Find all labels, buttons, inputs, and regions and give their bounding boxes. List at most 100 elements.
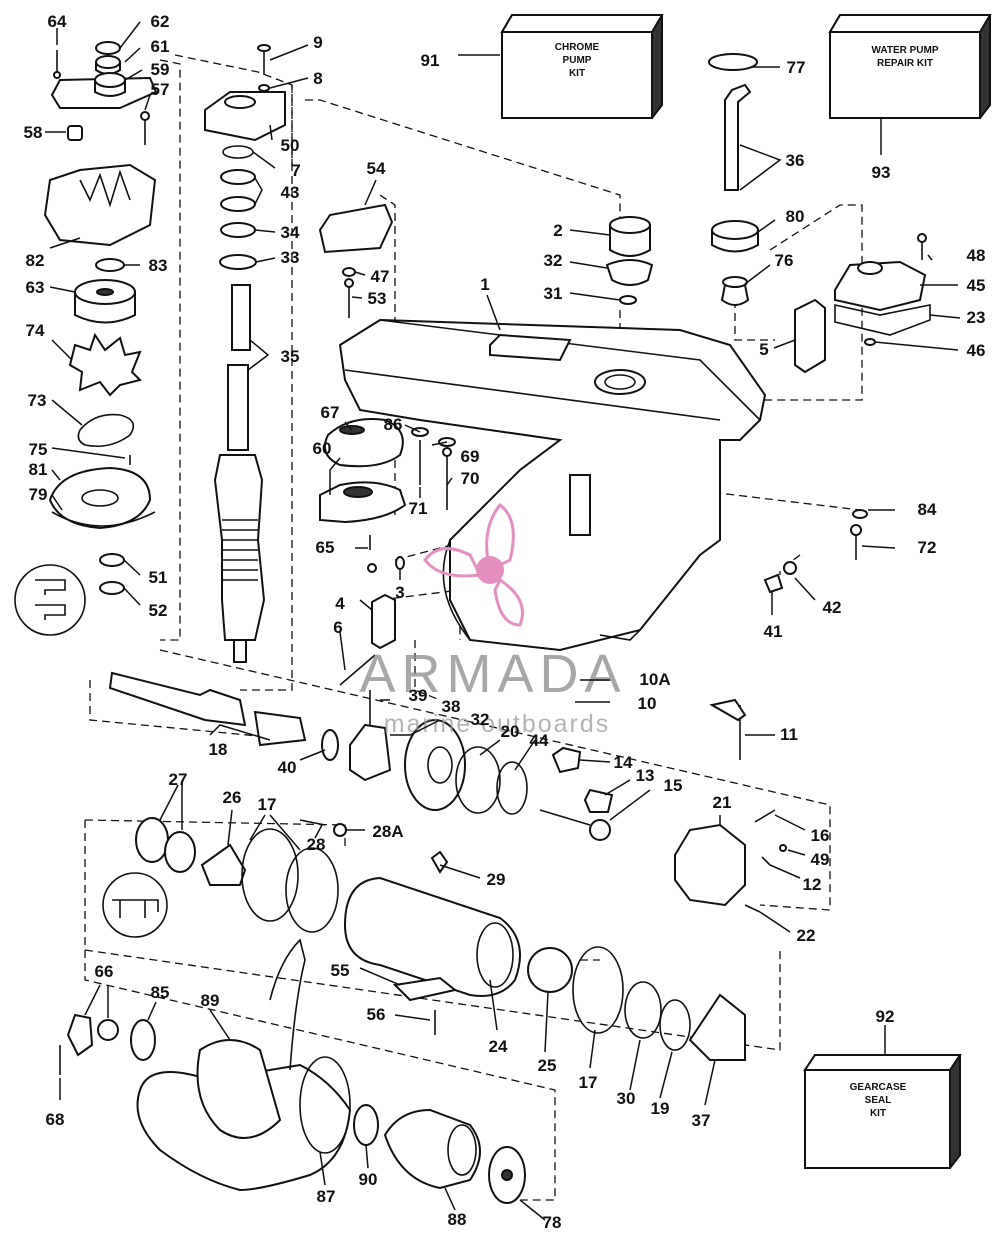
callout-74: 74 xyxy=(26,321,45,340)
callout-49: 49 xyxy=(811,850,830,869)
callout-67: 67 xyxy=(321,403,340,422)
callout-83: 83 xyxy=(149,256,168,275)
callout-92: 92 xyxy=(876,1007,895,1026)
callout-25: 25 xyxy=(538,1056,557,1075)
armada-watermark: ARMADA marine outboards xyxy=(359,502,621,738)
callout-48: 48 xyxy=(967,246,986,265)
callout-17-upper: 17 xyxy=(258,795,277,814)
propeller-logo-icon xyxy=(423,502,524,627)
callout-39: 39 xyxy=(409,686,428,705)
water-pump-kit-box: WATER PUMP REPAIR KIT xyxy=(828,14,992,119)
callout-11: 11 xyxy=(780,725,798,744)
callout-85: 85 xyxy=(151,983,170,1002)
callout-80: 80 xyxy=(786,207,805,226)
leader-lines xyxy=(45,21,961,1221)
upper-right-parts xyxy=(318,53,931,374)
mid-left-parts xyxy=(319,418,456,725)
callout-59: 59 xyxy=(151,60,170,79)
callout-47: 47 xyxy=(371,267,390,286)
callout-32-lower: 32 xyxy=(471,710,490,729)
callout-2: 2 xyxy=(553,221,562,240)
watermark-tagline: marine outboards xyxy=(384,710,611,738)
callout-90: 90 xyxy=(359,1170,378,1189)
callout-6: 6 xyxy=(333,618,342,637)
callout-81: 81 xyxy=(29,460,48,479)
callout-30: 30 xyxy=(617,1089,636,1108)
callout-63: 63 xyxy=(26,278,45,297)
callout-22: 22 xyxy=(797,926,816,945)
callout-21: 21 xyxy=(713,793,732,812)
callout-57: 57 xyxy=(151,80,170,99)
callout-36: 36 xyxy=(786,151,805,170)
driveshaft-group xyxy=(204,44,286,663)
propeller-group xyxy=(59,938,526,1204)
callout-15: 15 xyxy=(664,776,683,795)
callout-65: 65 xyxy=(316,538,335,557)
callout-7: 7 xyxy=(291,161,300,180)
callout-51: 51 xyxy=(149,568,168,587)
callout-84: 84 xyxy=(918,500,937,519)
callout-29: 29 xyxy=(487,870,506,889)
callout-35: 35 xyxy=(281,347,300,366)
callout-8: 8 xyxy=(313,69,322,88)
callout-40: 40 xyxy=(278,758,297,777)
callout-9: 9 xyxy=(313,33,322,52)
callout-52: 52 xyxy=(149,601,168,620)
callout-87: 87 xyxy=(317,1187,336,1206)
propshaft-group xyxy=(108,671,787,913)
callout-44: 44 xyxy=(530,731,549,750)
callout-43: 43 xyxy=(281,183,300,202)
callout-26: 26 xyxy=(223,788,242,807)
gearcase-seal-kit-line2: SEAL xyxy=(865,1095,892,1106)
callout-68: 68 xyxy=(46,1110,65,1129)
callout-20: 20 xyxy=(501,722,520,741)
callout-31: 31 xyxy=(544,284,563,303)
callout-28a: 28A xyxy=(372,822,403,841)
callout-1: 1 xyxy=(480,275,489,294)
chrome-pump-kit-line1: CHROME xyxy=(555,42,600,53)
gearcase-housing xyxy=(338,318,767,652)
water-pump-kit-line2: REPAIR KIT xyxy=(877,58,933,69)
callout-61: 61 xyxy=(151,37,170,56)
gearcase-seal-kit-line1: GEARCASE xyxy=(850,1082,907,1093)
callout-77: 77 xyxy=(787,58,806,77)
callout-28: 28 xyxy=(307,835,326,854)
callout-18: 18 xyxy=(209,740,228,759)
callout-4: 4 xyxy=(335,594,345,613)
callout-72: 72 xyxy=(918,538,937,557)
callout-76: 76 xyxy=(775,251,794,270)
callout-34: 34 xyxy=(281,223,300,242)
callout-89: 89 xyxy=(201,991,220,1010)
callout-82: 82 xyxy=(26,251,45,270)
callout-5: 5 xyxy=(759,340,768,359)
callout-69: 69 xyxy=(461,447,480,466)
callout-10: 10 xyxy=(638,694,657,713)
callout-60: 60 xyxy=(313,439,332,458)
callout-58: 58 xyxy=(24,123,43,142)
callout-24: 24 xyxy=(489,1037,508,1056)
callout-75: 75 xyxy=(29,440,48,459)
callout-17-lower: 17 xyxy=(579,1073,598,1092)
water-pump-housing-group xyxy=(14,41,158,636)
callout-86: 86 xyxy=(384,415,403,434)
callout-88: 88 xyxy=(448,1210,467,1229)
callout-33: 33 xyxy=(281,248,300,267)
callout-16: 16 xyxy=(811,826,830,845)
chrome-pump-kit-line3: KIT xyxy=(569,68,585,79)
callout-42: 42 xyxy=(823,598,842,617)
bearing-carrier-group xyxy=(102,817,746,1061)
callout-55: 55 xyxy=(331,961,350,980)
callout-10a: 10A xyxy=(639,670,670,689)
callout-73: 73 xyxy=(28,391,47,410)
callout-19: 19 xyxy=(651,1099,670,1118)
callout-70: 70 xyxy=(461,469,480,488)
callout-71: 71 xyxy=(409,499,428,518)
callout-46: 46 xyxy=(967,341,986,360)
callout-labels: 64 62 61 59 57 58 82 83 63 74 73 75 81 7… xyxy=(24,12,986,1232)
callout-3: 3 xyxy=(395,583,404,602)
callout-62: 62 xyxy=(151,12,170,31)
callout-50: 50 xyxy=(281,136,300,155)
callout-14: 14 xyxy=(614,753,633,772)
assembly-outlines xyxy=(84,54,863,1201)
